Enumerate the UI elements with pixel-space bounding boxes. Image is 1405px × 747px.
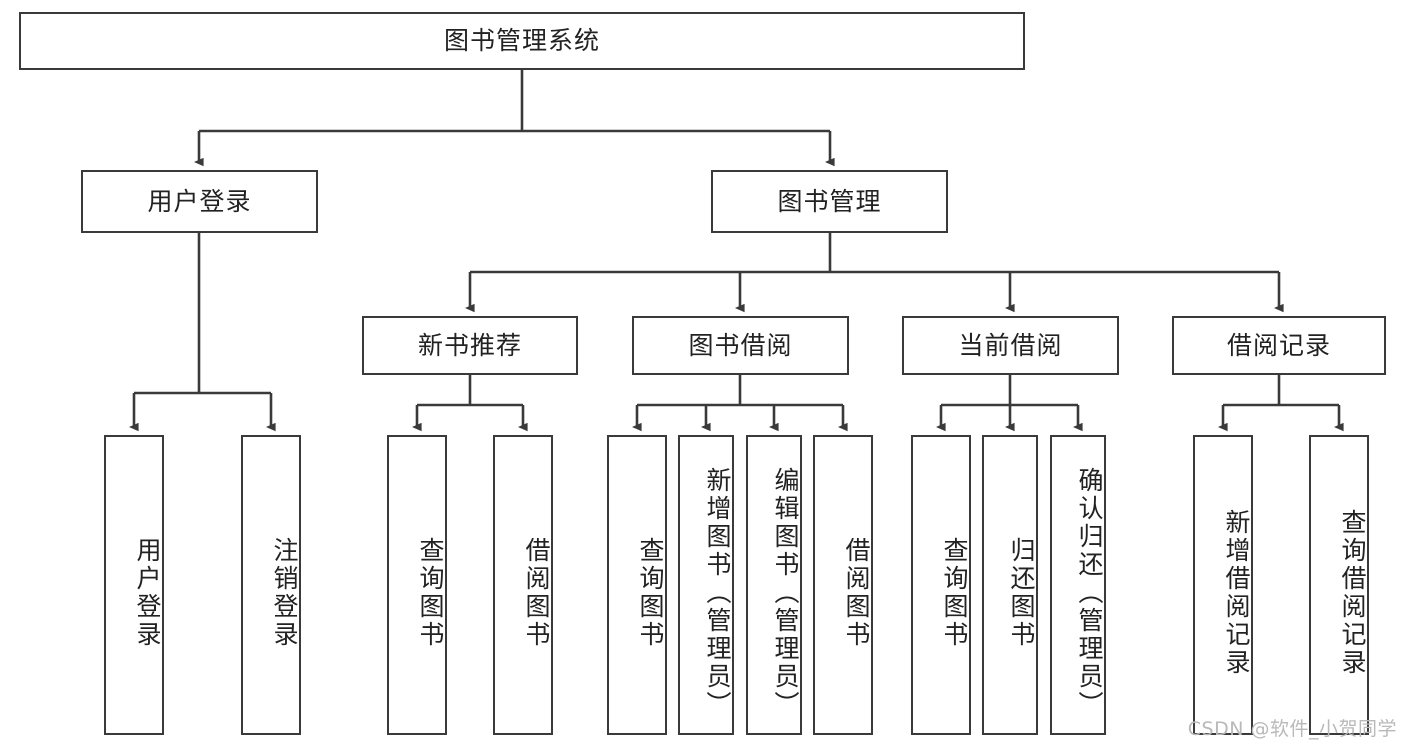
node-leaf-user-login[interactable]: 用户登录 xyxy=(104,435,164,735)
node-leaf-query-book-1[interactable]: 查询图书 xyxy=(387,435,447,735)
node-leaf-user-logout[interactable]: 注销登录 xyxy=(241,435,301,735)
node-leaf-confirm-return[interactable]: 确认归还（管理员） xyxy=(1050,435,1106,735)
node-book-manage[interactable]: 图书管理 xyxy=(711,170,948,233)
node-leaf-query-book-2[interactable]: 查询图书 xyxy=(607,435,667,735)
node-leaf-add-record[interactable]: 新增借阅记录 xyxy=(1193,435,1253,735)
node-new-book-recommend[interactable]: 新书推荐 xyxy=(362,316,578,375)
csdn-watermark: CSDN @软件_小贺同学 xyxy=(1187,718,1397,740)
node-current-borrow[interactable]: 当前借阅 xyxy=(902,316,1119,375)
node-root-system[interactable]: 图书管理系统 xyxy=(19,12,1025,70)
node-leaf-borrow-book-1[interactable]: 借阅图书 xyxy=(493,435,553,735)
node-user-login[interactable]: 用户登录 xyxy=(81,170,318,233)
node-leaf-query-book-3[interactable]: 查询图书 xyxy=(911,435,971,735)
node-leaf-add-book[interactable]: 新增图书（管理员） xyxy=(678,435,734,735)
node-leaf-query-record[interactable]: 查询借阅记录 xyxy=(1309,435,1369,735)
node-leaf-return-book[interactable]: 归还图书 xyxy=(982,435,1038,735)
node-borrow-record[interactable]: 借阅记录 xyxy=(1172,316,1386,375)
node-book-borrow[interactable]: 图书借阅 xyxy=(632,316,849,375)
node-leaf-edit-book[interactable]: 编辑图书（管理员） xyxy=(746,435,802,735)
node-leaf-borrow-book-2[interactable]: 借阅图书 xyxy=(813,435,873,735)
